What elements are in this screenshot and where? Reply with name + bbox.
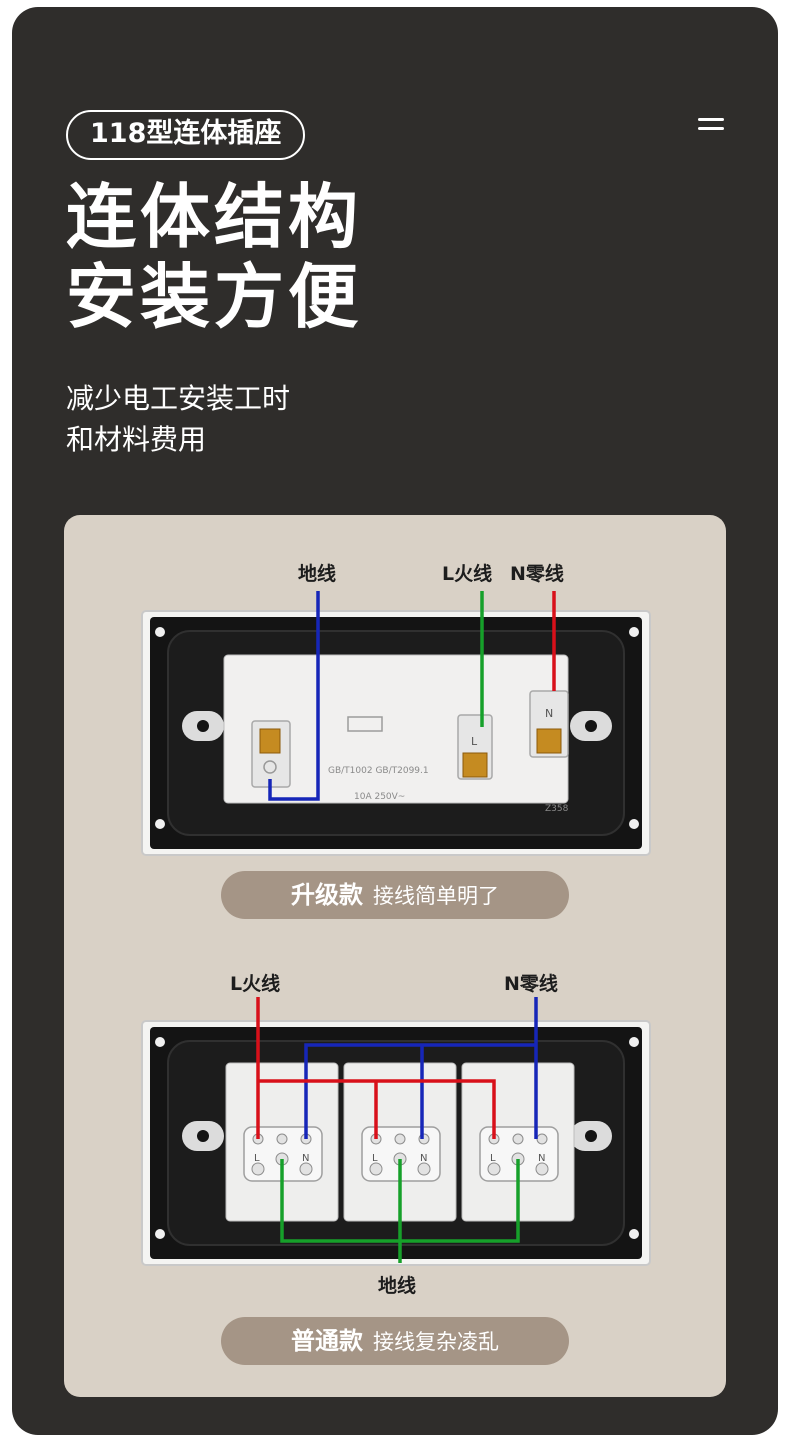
ordinary-live-label: L火线 bbox=[230, 973, 281, 995]
ordinary-terminal-n-2: N bbox=[420, 1153, 427, 1164]
subtitle-line2: 和材料费用 bbox=[66, 423, 207, 456]
plate-rating: 10A 250V~ bbox=[354, 792, 405, 802]
plate-standard: GB/T1002 GB/T2099.1 bbox=[328, 766, 429, 776]
menu-icon[interactable] bbox=[698, 118, 724, 132]
upgraded-socket-diagram: GB/T1002 GB/T2099.1 10A 250V~ Z358 L N bbox=[141, 591, 651, 856]
terminal-live-label: L bbox=[471, 735, 478, 748]
upgraded-live-label: L火线 bbox=[442, 563, 493, 585]
product-tag: 118型连体插座 bbox=[66, 110, 306, 160]
upgraded-neutral-label: N零线 bbox=[510, 563, 564, 585]
main-card: 118型连体插座 连体结构 安装方便 减少电工安装工时 和材料费用 bbox=[12, 7, 778, 1435]
ordinary-pill: 普通款接线复杂凌乱 bbox=[221, 1317, 569, 1365]
comparison-panel: GB/T1002 GB/T2099.1 10A 250V~ Z358 L N 地… bbox=[64, 515, 726, 1397]
headline-line2: 安装方便 bbox=[66, 256, 362, 338]
upgraded-pill-text: 接线简单明了 bbox=[373, 884, 499, 908]
ordinary-terminal-l-2: L bbox=[372, 1153, 378, 1164]
ordinary-terminal-n-1: N bbox=[302, 1153, 309, 1164]
upgraded-pill: 升级款接线简单明了 bbox=[221, 871, 569, 919]
ordinary-ground-label: 地线 bbox=[378, 1275, 417, 1297]
terminal-neutral-label: N bbox=[545, 707, 553, 720]
ordinary-socket-diagram: L N L N L N bbox=[141, 997, 651, 1266]
upgraded-pill-title: 升级款 bbox=[291, 881, 363, 909]
ordinary-pill-title: 普通款 bbox=[291, 1327, 363, 1355]
headline-line1: 连体结构 bbox=[66, 176, 362, 258]
subtitle-line1: 减少电工安装工时 bbox=[66, 382, 291, 415]
ordinary-terminal-l-1: L bbox=[254, 1153, 260, 1164]
ordinary-neutral-label: N零线 bbox=[504, 973, 558, 995]
ordinary-pill-text: 接线复杂凌乱 bbox=[373, 1330, 499, 1354]
plate-model: Z358 bbox=[545, 804, 569, 814]
ordinary-terminal-l-3: L bbox=[490, 1153, 496, 1164]
ordinary-terminal-n-3: N bbox=[538, 1153, 545, 1164]
upgraded-ground-label: 地线 bbox=[298, 563, 337, 585]
